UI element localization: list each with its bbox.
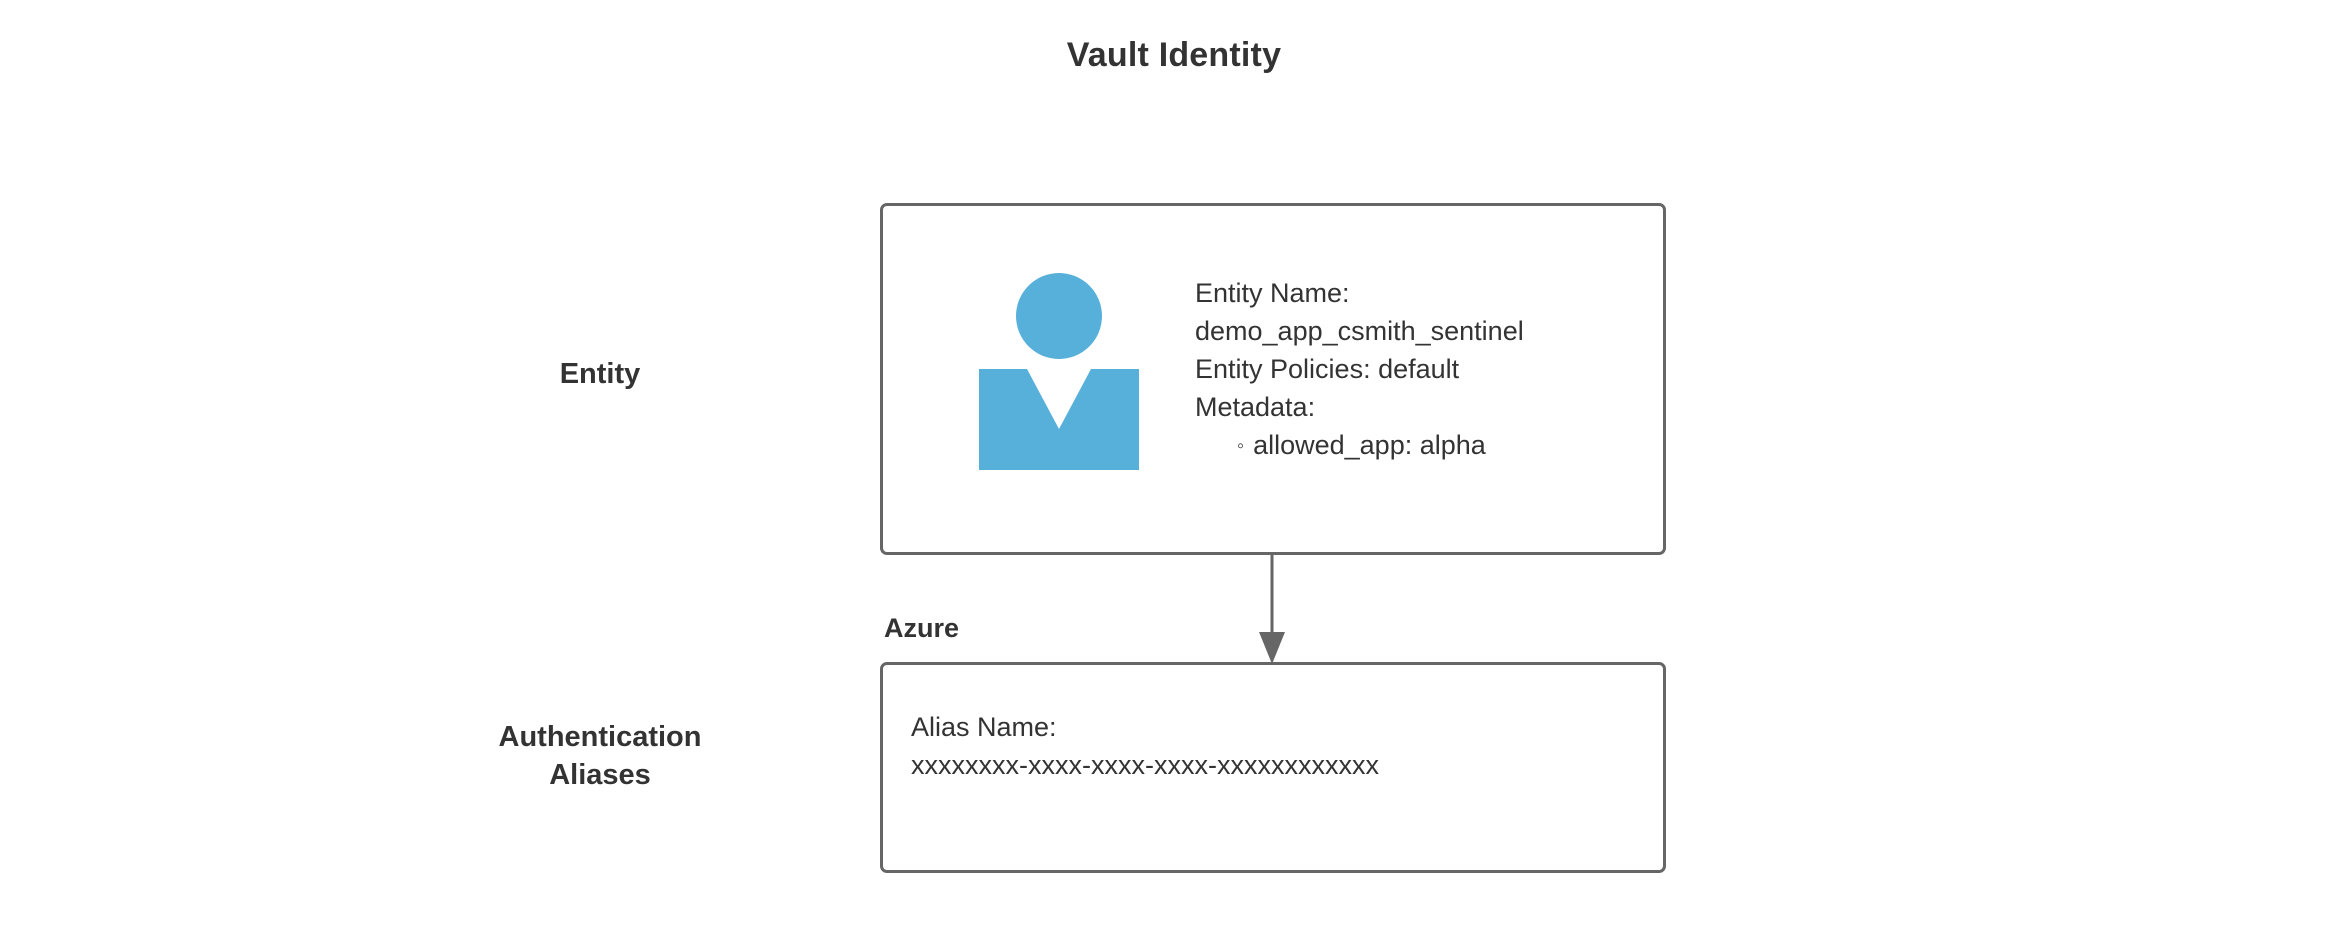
entity-node-content: Entity Name: demo_app_csmith_sentinel En… [883,206,1663,552]
entity-node-box[interactable]: Entity Name: demo_app_csmith_sentinel En… [880,203,1666,555]
row-label-entity: Entity [559,358,641,390]
row-label-authentication-aliases: Authentication Aliases [340,718,860,795]
bullet-icon: ◦ [1237,435,1245,457]
page-title: Vault Identity [1066,36,1282,74]
row-label-auth-line2: Aliases [549,759,651,792]
entity-name-label: Entity Name: [1195,278,1350,308]
row-label-auth-line1: Authentication [498,721,702,753]
alias-group-label-azure: Azure [884,613,960,643]
alias-name-label: Alias Name: [911,712,1057,742]
alias-name-value: xxxxxxxx-xxxx-xxxx-xxxx-xxxxxxxxxxxx [911,750,1379,780]
entity-policies-line: Entity Policies: default [1195,354,1460,384]
person-icon [979,273,1139,470]
alias-details-text: Alias Name: xxxxxxxx-xxxx-xxxx-xxxx-xxxx… [911,708,1379,784]
entity-details-text: Entity Name: demo_app_csmith_sentinel En… [1195,274,1635,465]
entity-metadata-label: Metadata: [1195,392,1316,422]
entity-metadata-item: ◦ allowed_app: alpha [1195,426,1635,465]
connector-arrow-entity-to-alias [1246,552,1298,666]
entity-metadata-item-text: allowed_app: alpha [1253,430,1486,460]
entity-name-value: demo_app_csmith_sentinel [1195,316,1524,346]
alias-node-box[interactable]: Alias Name: xxxxxxxx-xxxx-xxxx-xxxx-xxxx… [880,662,1666,873]
